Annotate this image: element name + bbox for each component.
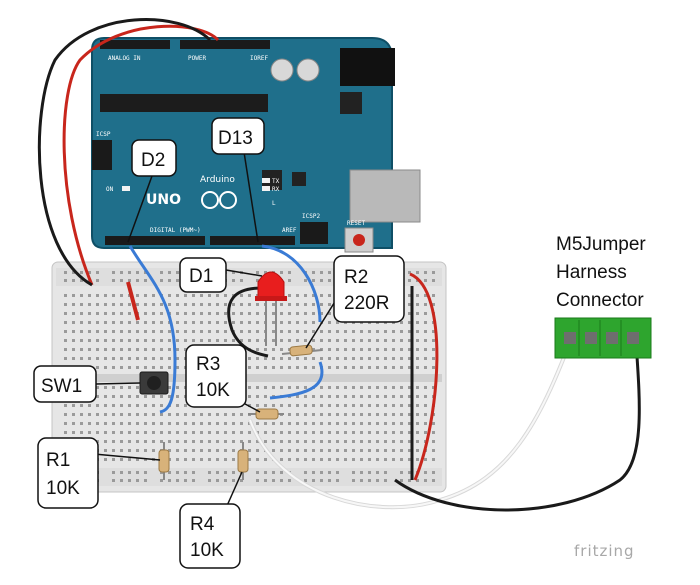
- wire-blue-d13: [261, 244, 322, 323]
- board-label-aref: AREF: [282, 227, 297, 234]
- board-label-icsp2: ICSP2: [302, 213, 320, 220]
- small-chip: [292, 172, 306, 186]
- callout-r2-name: R2: [344, 267, 368, 288]
- board-label-tx: TX: [272, 178, 280, 185]
- callout-r4-name: R4: [190, 514, 215, 535]
- resistor-r4: [237, 442, 249, 480]
- pushbutton-sw1: [139, 371, 169, 395]
- m5-connector: [554, 317, 652, 359]
- center-channel: [56, 374, 442, 382]
- wire-black-harness: [394, 341, 641, 512]
- analog-header: [100, 40, 170, 49]
- reset-button-cap: [353, 234, 365, 246]
- components: [139, 271, 652, 480]
- board-model-label: UNO: [146, 192, 181, 208]
- wire-black-led: [227, 286, 269, 358]
- board-label-rx: RX: [272, 186, 280, 193]
- usb-port: [349, 169, 421, 223]
- callout-r3-value: 10K: [196, 380, 230, 401]
- wires: [37, 18, 641, 512]
- connector-title-line-3: Connector: [556, 290, 644, 311]
- callout-d13: D13: [211, 117, 265, 243]
- board-label-on: ON: [106, 186, 114, 193]
- arduino-logo: Arduino UNO: [146, 175, 237, 209]
- board-label-analog: ANALOG IN: [108, 55, 141, 62]
- connector-title: M5Jumper Harness Connector: [556, 234, 646, 311]
- connector-title-line-2: Harness: [556, 262, 627, 283]
- led-d1: [255, 271, 287, 346]
- wire-blue-r2: [269, 361, 324, 400]
- power-header: [180, 40, 270, 49]
- board-label-icsp: ICSP: [96, 131, 111, 138]
- callout-d2-text: D2: [141, 150, 165, 171]
- rx-led: [262, 186, 270, 191]
- callout-r4: R4 10K: [179, 471, 243, 569]
- callout-r1-value: 10K: [46, 478, 80, 499]
- callout-sw1-text: SW1: [41, 376, 82, 397]
- wire-blue-d2: [128, 245, 177, 414]
- crystal: [340, 92, 362, 114]
- capacitor: [296, 58, 320, 82]
- resistor-r1: [158, 442, 170, 480]
- wire-red-rail: [409, 272, 439, 481]
- wire-red-jumper: [126, 281, 140, 321]
- resistor-r3: [248, 408, 284, 420]
- digital-header-2: [210, 236, 295, 245]
- callout-d1: D1: [179, 257, 263, 293]
- bottom-power-rail: [56, 468, 442, 486]
- callout-d13-text: D13: [218, 128, 253, 149]
- callout-r2: R2 220R: [305, 255, 405, 349]
- fritzing-brand: fritzing: [574, 542, 635, 560]
- callouts: D2 D13 D1 R2 220R SW1: [33, 117, 405, 569]
- digital-header-1: [105, 236, 205, 245]
- board-label-power: POWER: [188, 55, 206, 62]
- wire-red-5v: [62, 24, 220, 286]
- callout-r2-value: 220R: [344, 293, 389, 314]
- callout-r3: R3 10K: [185, 344, 261, 413]
- callout-d2: D2: [127, 139, 177, 243]
- board-brand-label: Arduino: [200, 175, 235, 185]
- callout-r1: R1 10K: [37, 437, 161, 509]
- callout-r3-name: R3: [196, 354, 220, 375]
- board-label-digital: DIGITAL (PWM~): [150, 227, 201, 234]
- connector-title-line-1: M5Jumper: [556, 234, 646, 255]
- callout-r4-value: 10K: [190, 540, 224, 561]
- callout-d1-text: D1: [189, 266, 213, 287]
- microcontroller-chip: [100, 94, 268, 112]
- callout-sw1: SW1: [33, 365, 141, 403]
- power-jack: [340, 48, 395, 86]
- board-label-l: L: [272, 200, 276, 207]
- icsp-header: [92, 140, 112, 170]
- board-label-ioref: IOREF: [250, 55, 268, 62]
- callout-r1-name: R1: [46, 450, 70, 471]
- tx-led: [262, 178, 270, 183]
- capacitor: [270, 58, 294, 82]
- regulator: [262, 170, 282, 190]
- on-led: [122, 186, 130, 191]
- wire-black-gnd: [37, 18, 212, 287]
- board-label-reset: RESET: [347, 220, 365, 227]
- icsp2-header: [300, 222, 328, 244]
